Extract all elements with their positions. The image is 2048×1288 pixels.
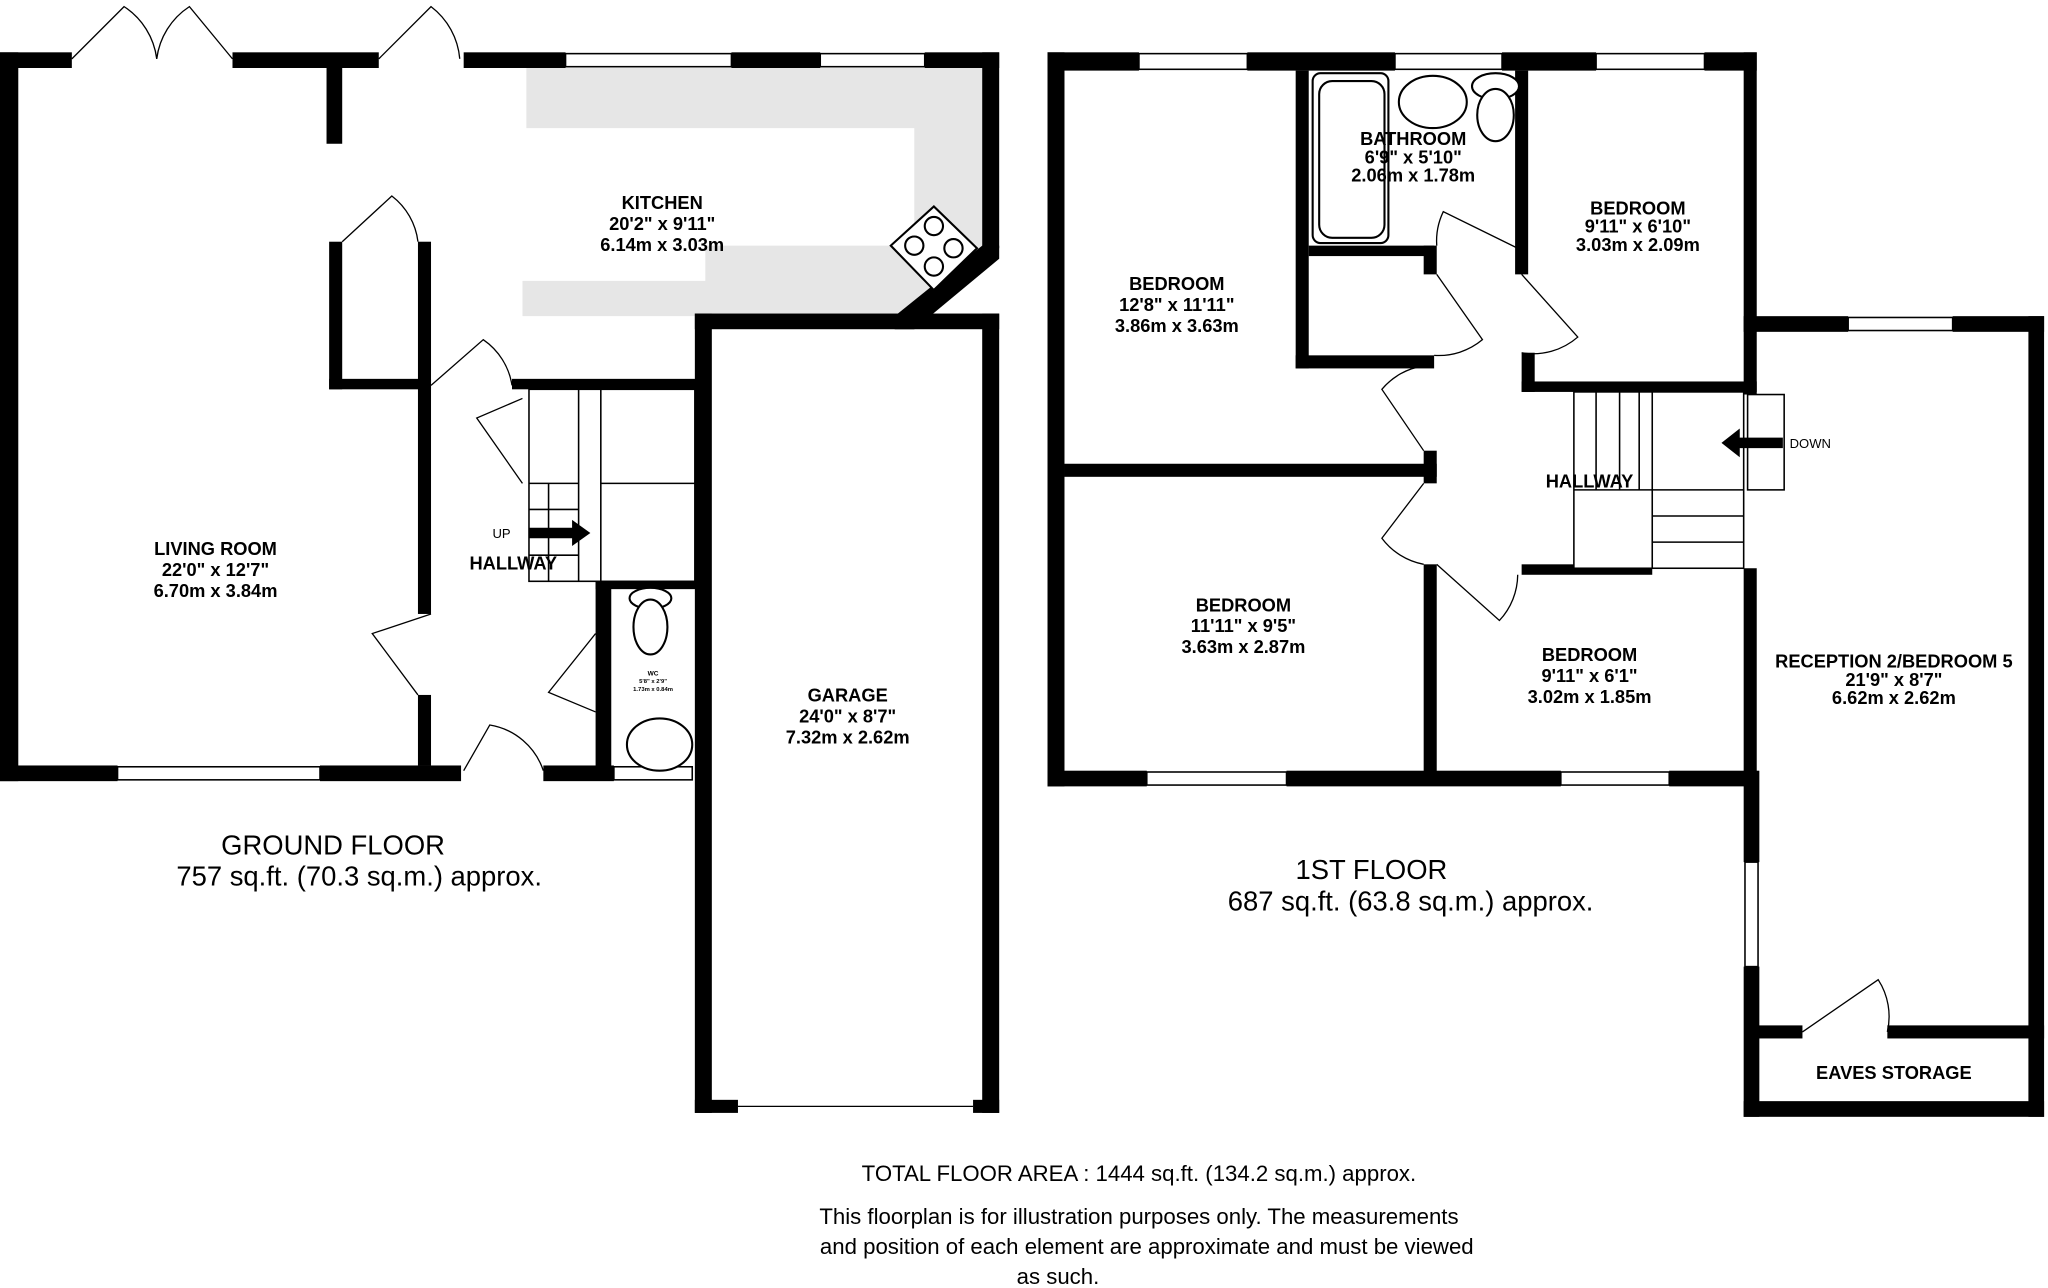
first-floor-plan: DOWN BATHROOM 6'9" x 5'10" 2.06m x 1.78m… (1047, 52, 2045, 1117)
arrow-left-icon (1721, 428, 1783, 458)
room-dimensions-metric: 6.62m x 2.62m (1832, 687, 1956, 708)
floor-title: GROUND FLOOR (221, 829, 445, 860)
room-dimensions-imperial: 9'11" x 6'10" (1585, 216, 1691, 237)
room-dimensions-imperial: 9'11" x 6'1" (1541, 665, 1637, 686)
room-name: BEDROOM (1196, 594, 1291, 615)
total-floor-area: TOTAL FLOOR AREA : 1444 sq.ft. (134.2 sq… (862, 1161, 1417, 1186)
floor-title: 1ST FLOOR (1296, 854, 1448, 885)
disclaimer-line-3: as such. (1017, 1264, 1100, 1288)
room-name: RECEPTION 2/BEDROOM 5 (1775, 651, 2013, 672)
room-dimensions-metric: 6.14m x 3.03m (600, 234, 724, 255)
room-dimensions-imperial: 12'8" x 11'11" (1119, 294, 1234, 315)
sink-icon (1397, 74, 1468, 130)
hob-icon (889, 205, 979, 292)
room-name: BEDROOM (1129, 273, 1224, 294)
bath-icon (1311, 72, 1390, 245)
room-dimensions-metric: 3.02m x 1.85m (1528, 686, 1652, 707)
room-name: GARAGE (808, 684, 888, 705)
arrow-right-icon (528, 519, 591, 547)
room-name: BEDROOM (1542, 644, 1637, 665)
floor-area: 757 sq.ft. (70.3 sq.m.) approx. (176, 861, 542, 892)
room-dimensions-imperial: 6'9" x 5'10" (1365, 146, 1462, 167)
room-dimensions-metric: 1.73m x 0.84m (633, 687, 673, 693)
room-dimensions-metric: 7.32m x 2.62m (786, 726, 910, 747)
kitchen-counter (522, 68, 983, 379)
toilet-icon (1470, 72, 1521, 143)
staircase (528, 388, 696, 583)
floor-area: 687 sq.ft. (63.8 sq.m.) approx. (1228, 885, 1594, 916)
ground-floor-plan: KITCHEN 20'2" x 9'11" 6.14m x 3.03m LIVI… (0, 5, 1000, 1113)
room-dimensions-imperial: 24'0" x 8'7" (799, 705, 896, 726)
room-name: BEDROOM (1590, 197, 1685, 218)
room-dimensions-metric: 2.06m x 1.78m (1351, 165, 1475, 186)
stair-label: UP (492, 526, 510, 541)
room-dimensions-imperial: 5'8" x 2'9" (639, 679, 667, 685)
room-dimensions-imperial: 20'2" x 9'11" (609, 213, 715, 234)
room-name: EAVES STORAGE (1816, 1062, 1972, 1083)
disclaimer-line-1: This floorplan is for illustration purpo… (819, 1204, 1458, 1229)
disclaimer-line-2: and position of each element are approxi… (820, 1234, 1474, 1259)
room-dimensions-imperial: 22'0" x 12'7" (162, 559, 269, 580)
room-name: BATHROOM (1360, 128, 1466, 149)
room-name: HALLWAY (469, 553, 557, 574)
room-name: HALLWAY (1546, 470, 1634, 491)
room-dimensions-imperial: 21'9" x 8'7" (1845, 669, 1942, 690)
room-dimensions-metric: 3.03m x 2.09m (1576, 234, 1700, 255)
stair-label: DOWN (1790, 436, 1831, 451)
room-name: KITCHEN (622, 192, 703, 213)
room-name: LIVING ROOM (154, 538, 277, 559)
room-dimensions-imperial: 11'11" x 9'5" (1191, 615, 1296, 636)
staircase (1573, 391, 1785, 570)
wc-fixtures (625, 586, 694, 772)
room-name: WC (648, 670, 659, 677)
room-dimensions-metric: 6.70m x 3.84m (154, 580, 278, 601)
room-dimensions-metric: 3.63m x 2.87m (1181, 636, 1305, 657)
room-dimensions-metric: 3.86m x 3.63m (1115, 315, 1239, 336)
